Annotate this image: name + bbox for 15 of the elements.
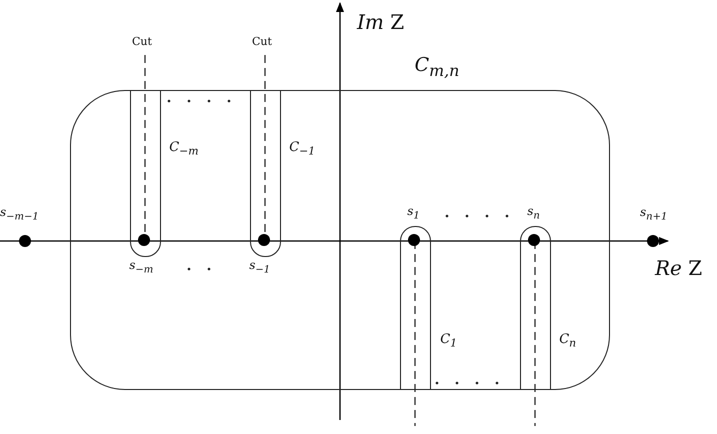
contour-label: C$_{1}$: [440, 333, 458, 350]
point-label: s$_{−1}$: [249, 259, 270, 276]
axis-label: Re Z: [655, 258, 702, 278]
point-label: s$_{n+1}$: [640, 206, 668, 222]
point-label: s$_{−m−1}$: [0, 206, 39, 222]
point-label: s$_{n}$: [527, 205, 540, 222]
cut-label: Cut: [252, 36, 272, 47]
contour-label: C$_{−1}$: [289, 141, 316, 158]
axis-label: Im Z: [357, 12, 404, 32]
point-label: s$_{1}$: [407, 205, 420, 222]
point-label: s$_{−m}$: [129, 259, 154, 276]
contour-label: C$_{n}$: [559, 333, 576, 350]
contour-label: C$_{m,n}$: [414, 56, 460, 78]
contour-label: C$_{−m}$: [169, 141, 198, 158]
cut-label: Cut: [132, 36, 152, 47]
